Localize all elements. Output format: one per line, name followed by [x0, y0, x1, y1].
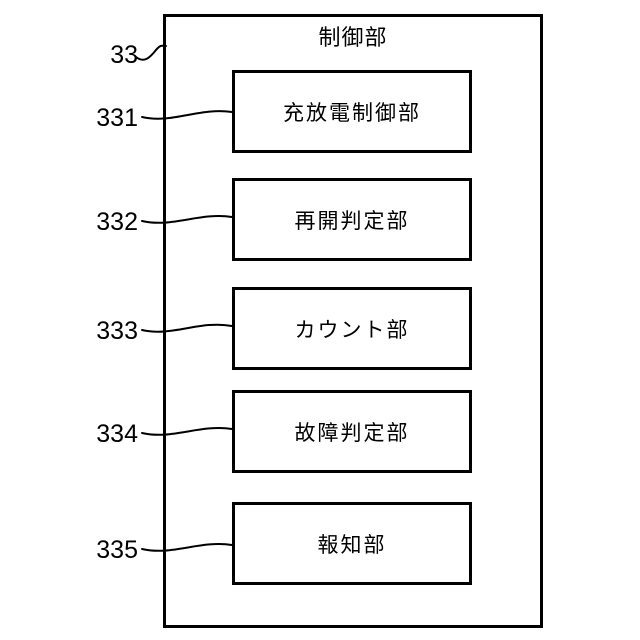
block-count: カウント部 — [232, 287, 472, 370]
ref-label-33: 33 — [110, 41, 138, 69]
block-charge-discharge-control: 充放電制御部 — [232, 70, 472, 153]
control-unit-title: 制御部 — [318, 25, 388, 50]
block-notification: 報知部 — [232, 502, 472, 585]
leader-line-33 — [135, 44, 167, 61]
block-failure-determination: 故障判定部 — [232, 390, 472, 473]
block-restart-determination: 再開判定部 — [232, 178, 472, 261]
control-unit-box — [163, 14, 543, 628]
ref-label-333: 333 — [96, 317, 138, 345]
ref-label-332: 332 — [96, 208, 138, 236]
ref-label-335: 335 — [96, 536, 138, 564]
ref-label-331: 331 — [96, 104, 138, 132]
ref-label-334: 334 — [96, 420, 138, 448]
